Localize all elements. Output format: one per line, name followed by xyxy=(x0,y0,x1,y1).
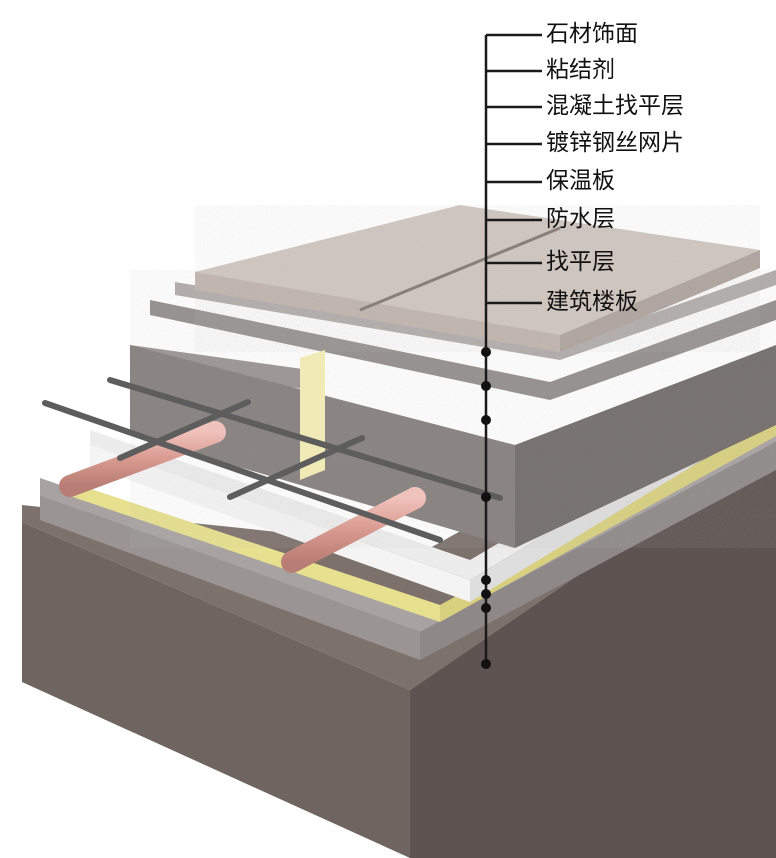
concrete-top-left xyxy=(130,345,310,390)
stone-side xyxy=(560,250,760,352)
stone-finish xyxy=(195,205,760,352)
leveling-layer-bottom xyxy=(40,420,776,660)
insulation-top xyxy=(90,380,776,580)
pipe-2 xyxy=(281,487,426,573)
leader-dot-5 xyxy=(481,575,491,585)
concrete-step-2 xyxy=(150,300,776,400)
wire-mesh xyxy=(42,377,503,543)
leader-dots xyxy=(481,347,491,669)
slab-front-right xyxy=(410,440,776,858)
leveling-bottom-front xyxy=(40,495,420,660)
leader-dot-8 xyxy=(481,659,491,669)
leader-dot-3 xyxy=(481,415,491,425)
joint-strip xyxy=(300,350,325,480)
mesh-rod-4 xyxy=(227,435,365,500)
leader-dot-1 xyxy=(481,347,491,357)
leader-dot-4 xyxy=(481,492,491,502)
waterproof-layer xyxy=(70,420,776,622)
slab-front-left xyxy=(22,522,410,858)
stone-joint xyxy=(359,226,561,312)
waterproof-side xyxy=(440,420,776,622)
concrete-step-3 xyxy=(175,270,776,360)
leader-dot-2 xyxy=(481,381,491,391)
concrete-side xyxy=(515,345,776,548)
waterproof-front xyxy=(70,482,440,622)
mesh-rod-3 xyxy=(117,399,251,461)
stone-front xyxy=(195,272,560,352)
pipe-1 xyxy=(59,421,226,497)
leader-dot-7 xyxy=(481,603,491,613)
leader-dot-6 xyxy=(481,589,491,599)
mesh-rod-1 xyxy=(42,400,443,543)
mesh-rod-2 xyxy=(107,377,503,501)
insulation-front xyxy=(90,445,470,602)
leveling-bottom-side xyxy=(420,442,776,660)
heating-pipes xyxy=(59,421,426,573)
